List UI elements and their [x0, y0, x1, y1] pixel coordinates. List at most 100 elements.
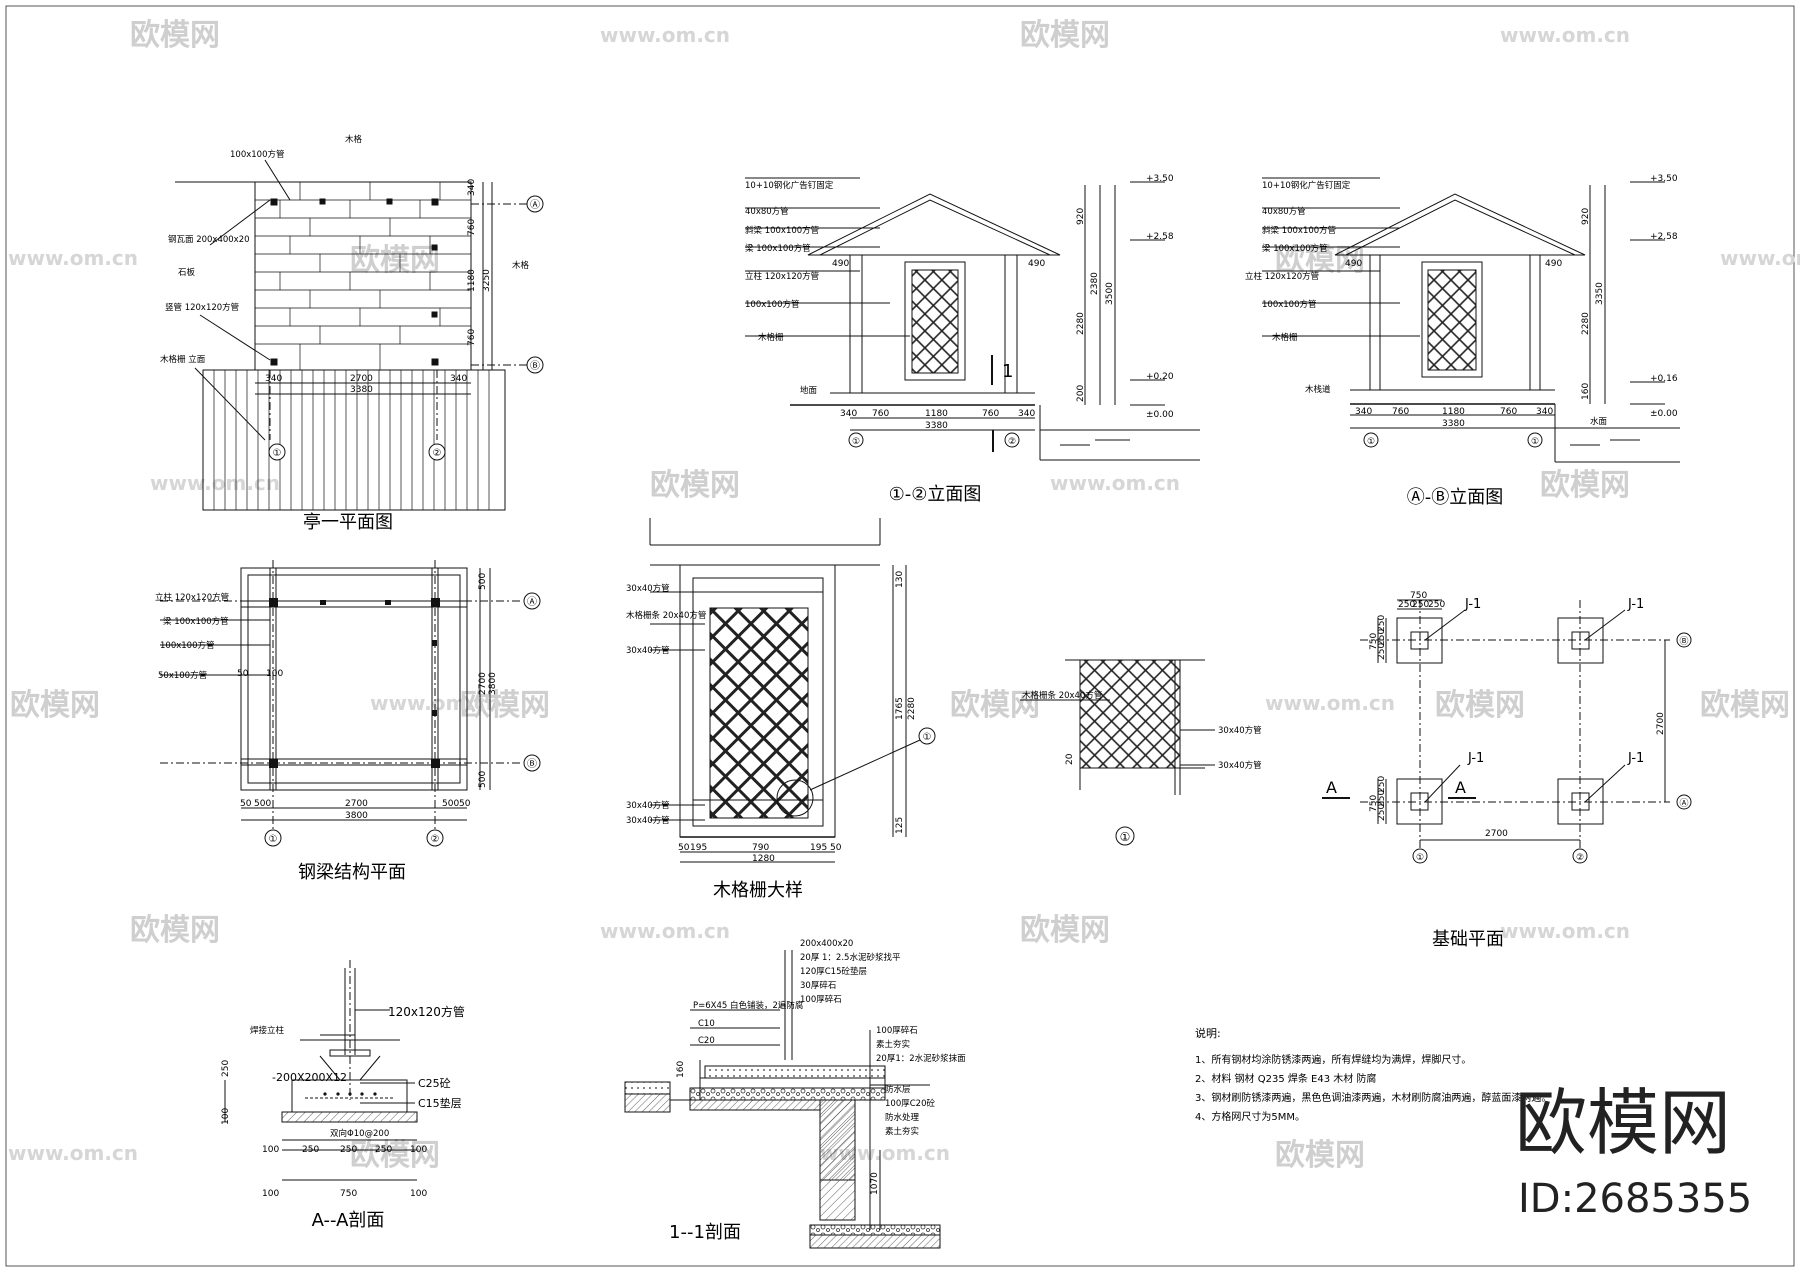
elevab-dim-5: 760: [1500, 407, 1517, 417]
plan-label-5: 木格栅 立面: [160, 354, 206, 365]
elev12-section-mark: 1: [1002, 361, 1013, 382]
lattice-detail: [649, 518, 921, 863]
beam-label-0: 立柱 120x120方管: [155, 592, 229, 603]
elevab-dim-9: 3350: [1595, 282, 1605, 305]
lattice-dim-7: 2280: [907, 697, 917, 720]
watermark-url: www.om.cn: [8, 1141, 138, 1165]
elevab-label-4: 立柱 120x120方管: [1245, 271, 1319, 282]
fnd-title: 基础平面: [1432, 929, 1504, 950]
fnd-label-3: J-1: [1627, 751, 1644, 766]
lattice-dim-1: 195: [690, 843, 707, 853]
notes-line-1: 2、材料 钢材 Q235 焊条 E43 木材 防腐: [1195, 1072, 1376, 1085]
elev12-level-0: +3.50: [1146, 174, 1174, 184]
elev12-level-1: +2.58: [1146, 232, 1174, 242]
elevab-label-7: 木栈道: [1305, 384, 1331, 395]
watermark-url: www.om.cn: [1050, 471, 1180, 495]
beam-axis-b: Ⓑ: [527, 758, 537, 770]
lattice-title: 木格栅大样: [713, 880, 803, 901]
elevab-label-3: 梁 100x100方管: [1262, 243, 1328, 254]
lattice-dim-3: 195: [810, 843, 827, 853]
elev12-label-3: 梁 100x100方管: [745, 243, 811, 254]
plan-axis-1: ①: [273, 448, 282, 459]
plan-axis-bubbles: [268, 195, 544, 461]
fnd-label-2: J-1: [1467, 751, 1484, 766]
fnd-dim-2: 250: [1412, 600, 1429, 610]
section-a-a: [224, 960, 418, 1181]
sec11-dim-1: 1070: [870, 1172, 880, 1195]
fnd-label-0: J-1: [1464, 597, 1481, 612]
elevation-a-b: [1262, 177, 1680, 463]
elevab-dim-10: 2280: [1581, 312, 1591, 335]
beam-dim-0: 50: [240, 799, 252, 809]
detail1-label-2: 30x40方管: [1218, 760, 1262, 771]
secaa-label-3: C25砼: [418, 1077, 451, 1090]
plan-dim-4: 340: [467, 179, 477, 196]
fnd-axis-2: ②: [1576, 853, 1584, 863]
sheet-border: [5, 5, 1795, 1267]
elevab-level-3: ±0.00: [1650, 409, 1678, 419]
beam-dim-9: 500: [478, 771, 488, 788]
elev12-dim-11: 3500: [1105, 282, 1115, 305]
beam-dim-6: 500: [478, 573, 488, 590]
fnd-axis-b: Ⓑ: [1679, 636, 1688, 647]
elev12-label-2: 斜梁 100x100方管: [745, 225, 819, 236]
fnd-dim-12: 250: [1377, 790, 1387, 807]
secaa-label-4: C15垫层: [418, 1096, 462, 1110]
plan-view: [175, 159, 528, 511]
fnd-dim-9: 2700: [1485, 829, 1508, 839]
elevab-dim-4: 1180: [1442, 407, 1465, 417]
elev12-dim-3: 760: [872, 409, 889, 419]
elevab-label-6: 木格栅: [1272, 332, 1298, 343]
beam-label-3: 50x100方管: [158, 670, 207, 681]
watermark-brand: 欧模网: [460, 688, 550, 723]
elev12-label-7: 地面: [800, 385, 818, 396]
elevab-axis-2: ①: [1531, 437, 1539, 447]
elev12-dim-10: 2280: [1076, 312, 1086, 335]
sec11-label-13: 防水处理: [885, 1112, 920, 1123]
elev12-dim-6: 340: [1018, 409, 1035, 419]
beam-dim-1: 500: [254, 799, 271, 809]
lattice-dim-4: 50: [830, 843, 842, 853]
watermark-brand: 欧模网: [10, 688, 100, 723]
elev12-axis-2: ②: [1008, 437, 1016, 447]
secaa-label-1: 焊接立柱: [250, 1025, 285, 1036]
notes-line-3: 4、方格网尺寸为5MM。: [1195, 1110, 1305, 1123]
lattice-dim-2: 790: [752, 843, 769, 853]
elev12-dim-9: 2380: [1090, 272, 1100, 295]
elevab-dim-7: 3380: [1442, 419, 1465, 429]
sec11-label-4: 100厚碎石: [800, 994, 842, 1005]
elevab-dim-8: 920: [1581, 208, 1591, 225]
sec11-label-8: 100厚碎石: [876, 1025, 918, 1036]
fnd-label-4: A: [1326, 778, 1337, 797]
lattice-label-1: 木格栅条 20x40方管: [626, 610, 706, 621]
fnd-dim-13: 250: [1377, 804, 1387, 821]
lattice-callout: ①: [923, 732, 932, 743]
beam-axis-a: Ⓐ: [527, 596, 537, 608]
beam-axis-1: ①: [269, 834, 278, 845]
beam-dim-5: 3800: [345, 811, 368, 821]
secaa-label-0: 120x120方管: [388, 1004, 465, 1019]
watermark-brand: 欧模网: [650, 468, 740, 503]
elevab-label-1: 40x80方管: [1262, 206, 1306, 217]
lattice-dim-8: 125: [895, 817, 905, 834]
secaa-label-5: 双向Φ10@200: [330, 1128, 389, 1139]
beam-label-2: 100x100方管: [160, 640, 214, 651]
sec11-label-11: 防水层: [885, 1084, 911, 1095]
beam-label-5: 100: [266, 669, 283, 679]
fnd-dim-6: 250: [1377, 629, 1387, 646]
lattice-label-4: 30x40方管: [626, 815, 670, 826]
watermark-layer: 欧模网欧模网欧模网欧模网欧模网欧模网欧模网欧模网欧模网欧模网欧模网欧模网欧模网欧…: [8, 18, 1800, 1173]
lattice-label-0: 30x40方管: [626, 583, 670, 594]
plan-label-2: 钢瓦面 200x400x20: [168, 234, 250, 245]
fnd-dim-5: 250: [1377, 615, 1387, 632]
fnd-dim-7: 250: [1377, 643, 1387, 660]
elevab-label-0: 10+10钢化广告钉固定: [1262, 180, 1351, 191]
elev12-dim-1: 490: [1028, 259, 1045, 269]
elevab-dim-1: 490: [1545, 259, 1562, 269]
plan-label-6: 木格: [512, 260, 530, 271]
beam-axis-2: ②: [431, 834, 440, 845]
secaa-dim-1: 250: [302, 1145, 319, 1155]
elevab-level-0: +3.50: [1650, 174, 1678, 184]
plan-label-3: 石板: [178, 267, 196, 278]
